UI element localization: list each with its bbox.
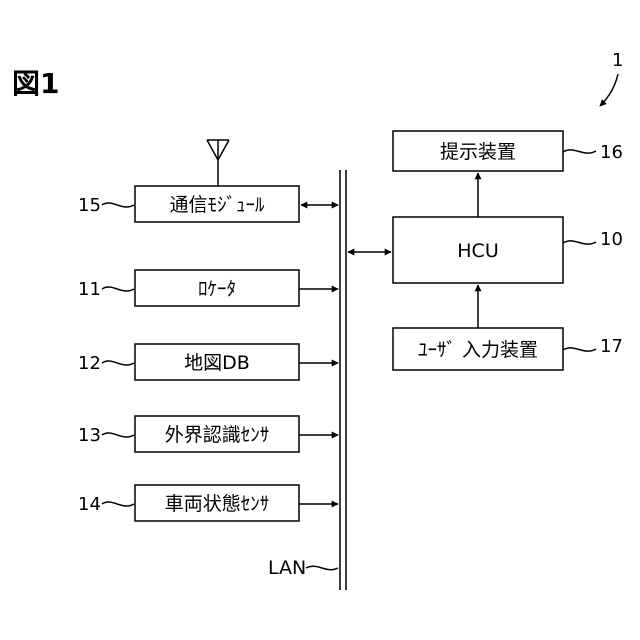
map-db-leader — [102, 361, 134, 365]
presentation-device-ref: 16 — [600, 142, 623, 163]
block-veh-sensor: 車両状態ｾﾝｻ 14 — [78, 485, 338, 521]
locator-label: ﾛｹｰﾀ — [198, 278, 236, 300]
lan-label: LAN — [268, 557, 306, 579]
veh-sensor-label: 車両状態ｾﾝｻ — [165, 493, 270, 515]
lan-leader-line — [306, 566, 338, 569]
block-user-input-device: ﾕｰｻﾞ 入力装置 17 — [393, 285, 623, 370]
veh-sensor-leader — [102, 502, 134, 506]
ext-sensor-leader — [102, 433, 134, 437]
comm-module-leader — [102, 203, 134, 207]
presentation-device-leader — [563, 150, 596, 153]
block-hcu: HCU 10 — [348, 173, 623, 283]
ext-sensor-label: 外界認識ｾﾝｻ — [165, 424, 270, 446]
user-input-device-leader — [563, 348, 596, 351]
hcu-leader — [563, 241, 596, 244]
user-input-device-label: ﾕｰｻﾞ 入力装置 — [418, 339, 538, 361]
hcu-label: HCU — [457, 240, 498, 262]
system-ref-numeral: 1 — [612, 50, 623, 71]
antenna-icon — [207, 140, 229, 186]
veh-sensor-ref: 14 — [78, 494, 101, 515]
block-presentation-device: 提示装置 16 — [393, 131, 623, 171]
block-locator: ﾛｹｰﾀ 11 — [78, 270, 338, 306]
map-db-ref: 12 — [78, 353, 101, 374]
hcu-ref: 10 — [600, 229, 623, 250]
block-ext-sensor: 外界認識ｾﾝｻ 13 — [78, 416, 338, 452]
presentation-device-label: 提示装置 — [440, 141, 516, 163]
comm-module-ref: 15 — [78, 195, 101, 216]
block-comm-module: 通信ﾓｼﾞｭｰﾙ 15 — [78, 186, 338, 222]
system-ref-arrow — [600, 74, 618, 106]
ext-sensor-ref: 13 — [78, 425, 101, 446]
locator-ref: 11 — [78, 279, 101, 300]
block-map-db: 地図DB 12 — [78, 344, 338, 380]
figure-label: 図1 — [12, 67, 59, 100]
user-input-device-ref: 17 — [600, 336, 623, 357]
comm-module-label: 通信ﾓｼﾞｭｰﾙ — [169, 194, 265, 216]
locator-leader — [102, 287, 134, 291]
map-db-label: 地図DB — [184, 352, 250, 374]
